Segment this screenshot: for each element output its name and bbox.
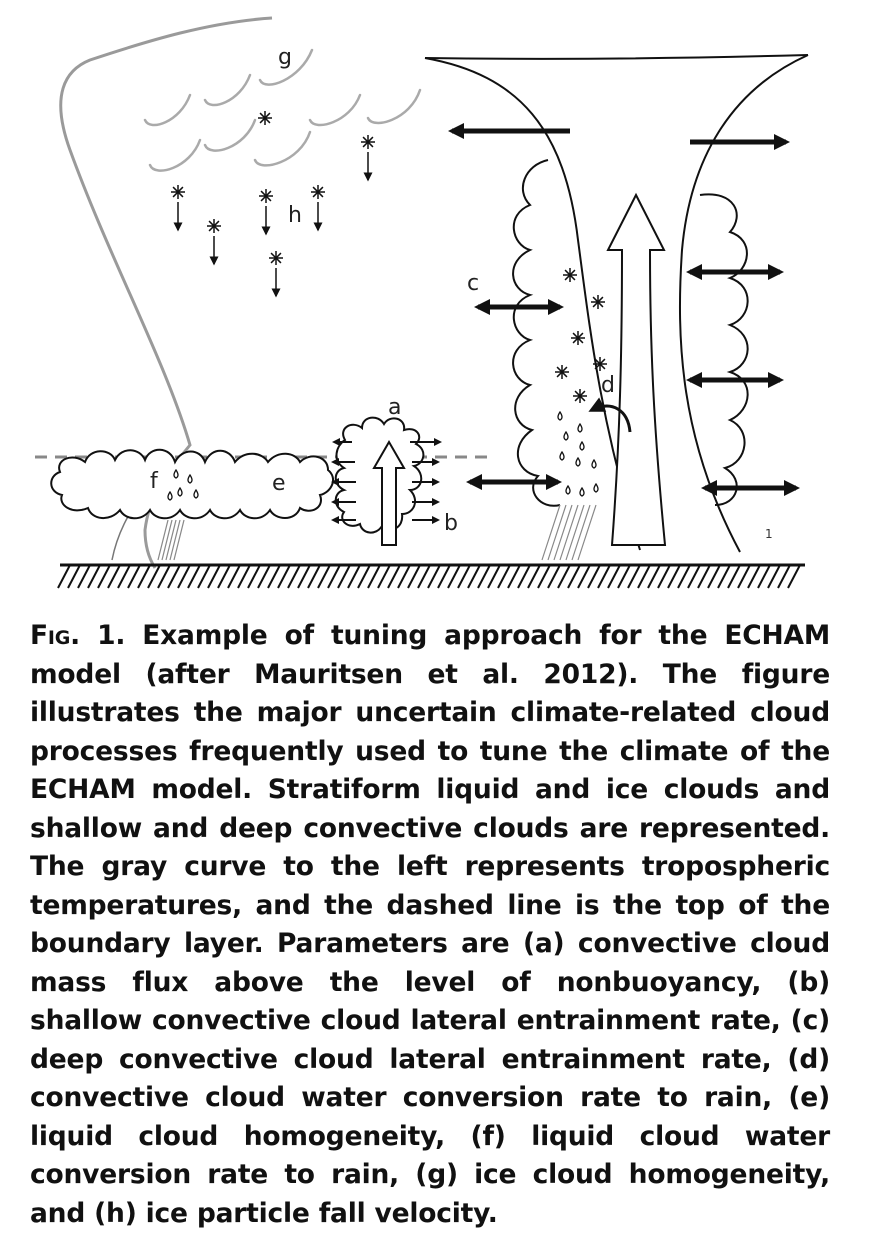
label-g: g	[278, 45, 292, 70]
rain-streaks-f	[158, 520, 184, 560]
falling-ice-particles	[171, 111, 375, 296]
figure-label: Fig. 1.	[30, 620, 125, 651]
label-a: a	[388, 395, 401, 420]
panel-number: 1	[765, 527, 773, 541]
label-f: f	[150, 469, 159, 494]
stratiform-liquid-cloud	[51, 450, 333, 519]
label-e: e	[272, 471, 286, 496]
cloud-process-diagram: g h c d a b e f 1	[0, 0, 896, 600]
label-d: d	[601, 373, 615, 398]
deep-rain-streaks	[542, 505, 596, 560]
deep-outflow-arrows	[452, 131, 786, 142]
figure-caption: Fig. 1. Example of tuning approach for t…	[30, 617, 830, 1233]
label-b: b	[444, 511, 458, 536]
caption-text: Example of tuning approach for the ECHAM…	[30, 620, 830, 1229]
deep-updraft-arrow	[608, 195, 665, 545]
ground-surface	[58, 565, 805, 588]
label-c: c	[467, 271, 479, 296]
deep-raindrops	[558, 412, 598, 496]
label-h: h	[288, 203, 302, 228]
shallow-convective-cloud	[336, 418, 424, 533]
